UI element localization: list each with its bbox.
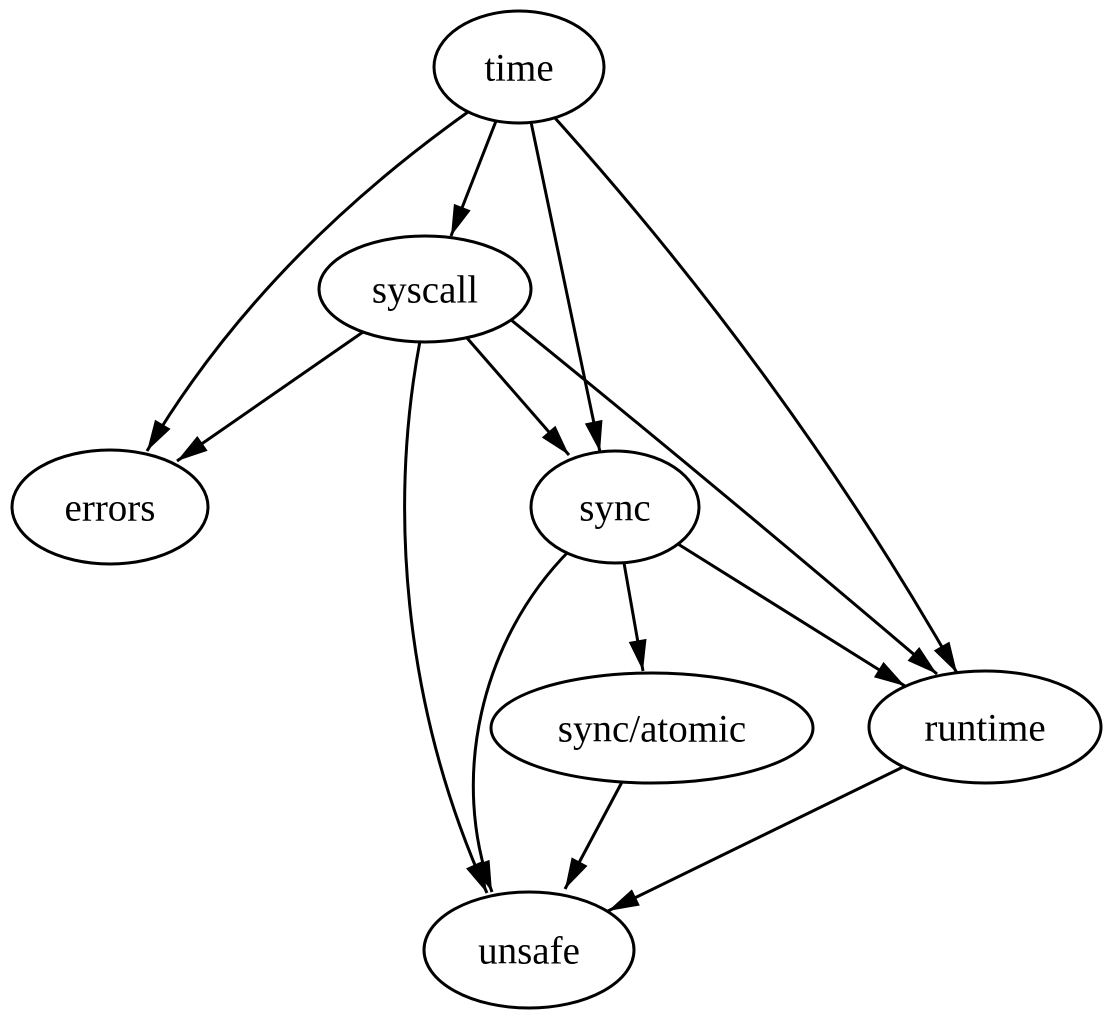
node-syscall: syscall (317, 234, 533, 344)
edge-syscall-to-sync (465, 337, 571, 456)
node-ellipse-errors (10, 448, 210, 566)
edge-syscall-to-unsafe (403, 340, 489, 894)
node-label-errors: errors (65, 486, 156, 529)
node-label-sync: sync (579, 486, 651, 529)
node-ellipse-sync-atomic (489, 671, 815, 785)
node-label-unsafe: unsafe (478, 929, 580, 972)
edge-sync-to-unsafe (471, 548, 572, 893)
node-ellipse-sync (529, 449, 701, 565)
edge-sync-atomic-to-unsafe (563, 781, 624, 890)
edge-sync-to-sync-atomic (622, 562, 647, 672)
node-ellipse-syscall (317, 234, 533, 344)
node-sync: sync (529, 449, 701, 565)
edge-time-to-errors (145, 110, 469, 452)
node-errors: errors (10, 448, 210, 566)
node-sync-atomic: sync/atomic (489, 671, 815, 785)
edge-runtime-to-unsafe (607, 765, 904, 913)
edge-time-to-sync (529, 121, 603, 453)
node-unsafe: unsafe (422, 890, 636, 1010)
edge-syscall-to-errors (176, 330, 364, 463)
edge-syscall-to-runtime (504, 313, 938, 676)
edge-time-to-runtime (553, 116, 959, 674)
node-time: time (432, 9, 606, 125)
edges-layer (145, 110, 959, 913)
node-ellipse-time (432, 9, 606, 125)
node-ellipse-runtime (867, 669, 1103, 785)
node-label-sync-atomic: sync/atomic (558, 707, 746, 750)
edge-time-to-syscall (449, 120, 498, 237)
edge-sync-to-runtime (677, 542, 906, 688)
node-label-runtime: runtime (924, 706, 1045, 749)
node-label-syscall: syscall (372, 268, 478, 311)
nodes-layer: time syscall errors sync sync/atomic runtime u… (10, 9, 1103, 1010)
node-ellipse-unsafe (422, 890, 636, 1010)
node-runtime: runtime (867, 669, 1103, 785)
node-label-time: time (484, 46, 553, 89)
